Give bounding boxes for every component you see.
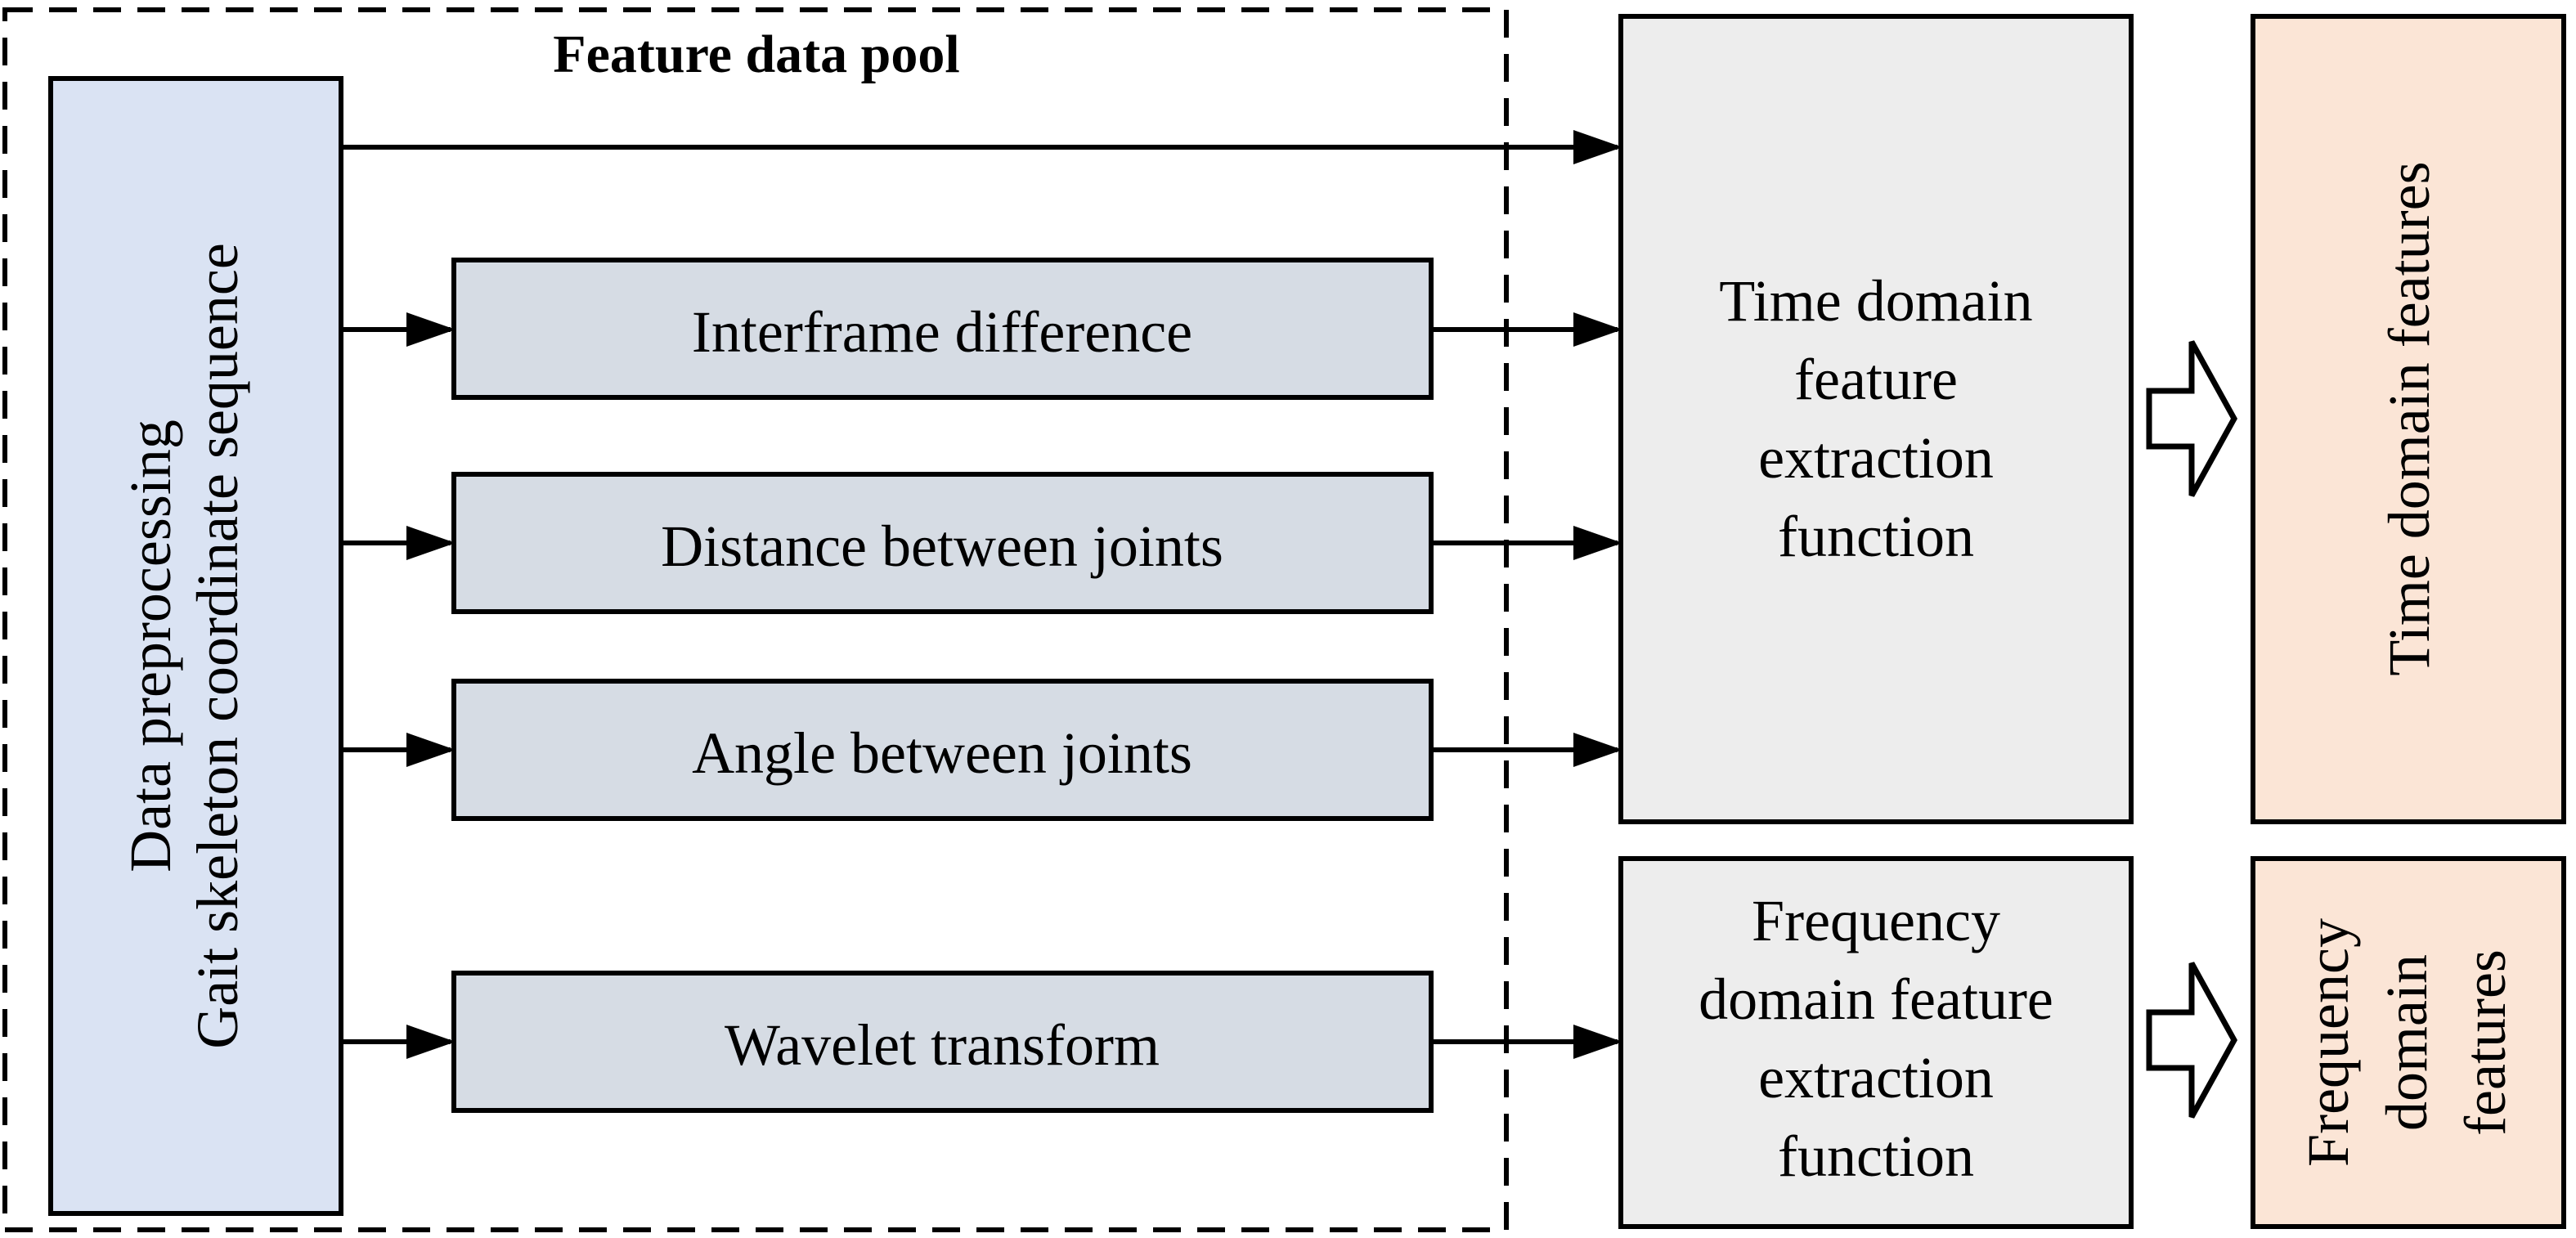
time-extractor-line3: extraction (1758, 425, 1994, 491)
freq-output-line1: Frequency (2296, 918, 2361, 1167)
feature-label-angle-between-joints: Angle between joints (692, 720, 1192, 786)
frequency-domain-extraction-box (1618, 856, 2134, 1229)
feature-label-distance-between-joints: Distance between joints (661, 514, 1223, 579)
time-domain-extraction-text: Time domain feature extraction function (1719, 268, 2032, 569)
time-domain-features-text: Time domain features (2376, 161, 2442, 675)
block-arrow-to-time-domain-features (2146, 340, 2237, 497)
freq-extractor-line2: domain feature (1699, 967, 2053, 1032)
input-label-line1: Data preprocessing (118, 419, 183, 872)
feature-data-pool-border (2, 7, 1509, 1232)
frequency-domain-features-text: Frequency domain features (2296, 918, 2518, 1167)
freq-output-line2: domain (2374, 954, 2439, 1131)
feature-data-pool-title: Feature data pool (553, 25, 959, 84)
time-domain-extraction-box (1618, 14, 2134, 824)
input-box (48, 76, 343, 1216)
feature-box-interframe-difference (451, 258, 1434, 400)
input-box-text: Data preprocessing Gait skeleton coordin… (118, 243, 250, 1049)
frequency-domain-extraction-text: Frequency domain feature extraction func… (1699, 888, 2053, 1189)
feature-box-wavelet-transform (451, 971, 1434, 1113)
feature-box-distance-between-joints (451, 472, 1434, 614)
time-extractor-line4: function (1778, 504, 1974, 569)
time-output-line1: Time domain features (2376, 161, 2442, 675)
feature-label-interframe-difference: Interframe difference (692, 299, 1192, 365)
freq-extractor-line3: extraction (1758, 1045, 1994, 1110)
freq-extractor-line1: Frequency (1752, 888, 2000, 953)
input-label-line2: Gait skeleton coordinate sequence (185, 243, 250, 1049)
time-domain-features-box (2251, 14, 2566, 824)
time-extractor-line1: Time domain (1719, 268, 2032, 334)
block-arrow-to-frequency-domain-features (2146, 962, 2237, 1119)
feature-label-wavelet-transform: Wavelet transform (725, 1012, 1160, 1078)
frequency-domain-features-box (2251, 856, 2566, 1229)
freq-extractor-line4: function (1778, 1124, 1974, 1189)
time-extractor-line2: feature (1794, 347, 1958, 412)
freq-output-line3: features (2453, 949, 2518, 1136)
